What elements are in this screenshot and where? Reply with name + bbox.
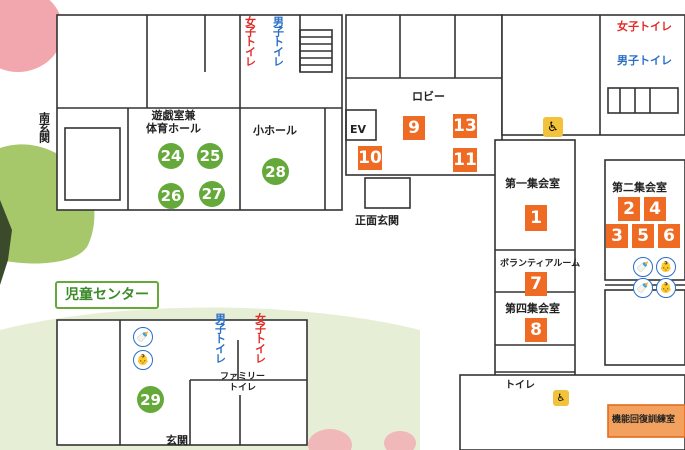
meeting-room-4-label: 第四集会室 bbox=[505, 302, 560, 315]
room-number-13[interactable]: 13 bbox=[453, 114, 477, 138]
female-toilet-kids: 女子トイレ bbox=[253, 313, 267, 363]
south-entrance-label: 南玄関 bbox=[37, 112, 51, 142]
playroom-label: 遊戯室兼 体育ホール bbox=[146, 109, 201, 135]
room-number-27[interactable]: 27 bbox=[199, 181, 225, 207]
diaper-change-icon: 👶 bbox=[656, 278, 676, 298]
room-number-26[interactable]: 26 bbox=[158, 183, 184, 209]
wheelchair-icon: ♿ bbox=[553, 390, 569, 406]
diaper-change-icon: 👶 bbox=[133, 350, 153, 370]
rehab-room-label: 機能回復訓練室 bbox=[612, 415, 676, 425]
female-toilet-top: 女子トイレ bbox=[243, 16, 257, 66]
female-toilet-right: 女子トイレ bbox=[617, 20, 672, 33]
ev-label: EV bbox=[350, 123, 367, 136]
room-number-6[interactable]: 6 bbox=[658, 224, 680, 248]
small-hall-label: 小ホール bbox=[253, 124, 297, 137]
room-number-10[interactable]: 10 bbox=[358, 146, 382, 170]
room-number-2[interactable]: 2 bbox=[618, 197, 640, 221]
room-number-5[interactable]: 5 bbox=[632, 224, 654, 248]
main-entrance-label: 正面玄関 bbox=[355, 214, 399, 227]
family-toilet-label: ファミリー トイレ bbox=[220, 372, 266, 393]
room-number-11[interactable]: 11 bbox=[453, 148, 477, 172]
lobby-label: ロビー bbox=[412, 90, 445, 103]
room-number-29[interactable]: 29 bbox=[137, 386, 164, 413]
male-toilet-top: 男子トイレ bbox=[271, 16, 285, 66]
kids-center-title: 児童センター bbox=[55, 281, 159, 309]
wheelchair-icon: ♿ bbox=[543, 117, 563, 137]
decor-pink-blob bbox=[0, 0, 63, 72]
baby-bottle-icon: 🍼 bbox=[133, 327, 153, 347]
male-toilet-kids: 男子トイレ bbox=[213, 313, 227, 363]
room-number-25[interactable]: 25 bbox=[197, 143, 223, 169]
baby-bottle-icon: 🍼 bbox=[633, 257, 653, 277]
room-number-28[interactable]: 28 bbox=[262, 158, 289, 185]
kids-entrance-label: 玄関 bbox=[166, 434, 188, 447]
room-number-4[interactable]: 4 bbox=[644, 197, 666, 221]
volunteer-room-label: ボランティアルーム bbox=[500, 259, 581, 269]
room-number-7[interactable]: 7 bbox=[525, 272, 547, 296]
meeting-room-1-label: 第一集会室 bbox=[505, 177, 560, 190]
room-number-24[interactable]: 24 bbox=[158, 143, 184, 169]
room-number-8[interactable]: 8 bbox=[525, 318, 547, 342]
room-number-9[interactable]: 9 bbox=[403, 116, 425, 140]
baby-bottle-icon: 🍼 bbox=[633, 278, 653, 298]
room-number-3[interactable]: 3 bbox=[606, 224, 628, 248]
room-number-1[interactable]: 1 bbox=[525, 205, 547, 231]
toilet-label: トイレ bbox=[505, 380, 535, 391]
diaper-change-icon: 👶 bbox=[656, 257, 676, 277]
meeting-room-2-label: 第二集会室 bbox=[612, 181, 667, 194]
male-toilet-right: 男子トイレ bbox=[617, 54, 672, 67]
